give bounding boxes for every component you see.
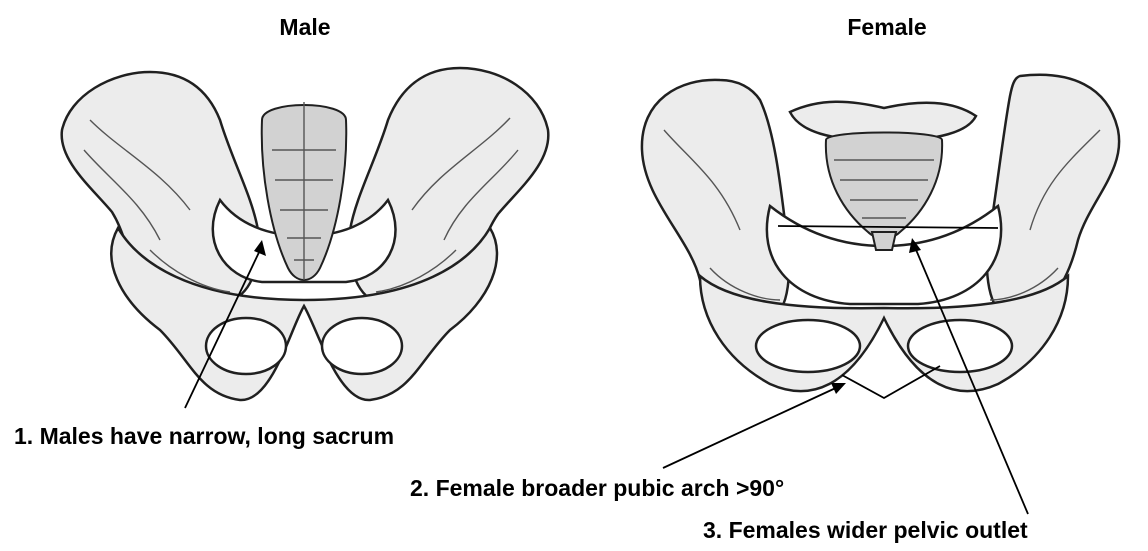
male-pelvis-drawing [62, 68, 549, 400]
caption-female-pelvic-outlet: 3. Females wider pelvic outlet [703, 517, 1028, 544]
arrow-pubic-arch [663, 386, 840, 468]
caption-male-sacrum: 1. Males have narrow, long sacrum [14, 423, 394, 450]
caption-female-pubic-arch: 2. Female broader pubic arch >90° [410, 475, 784, 502]
female-pelvis-drawing [642, 75, 1119, 398]
